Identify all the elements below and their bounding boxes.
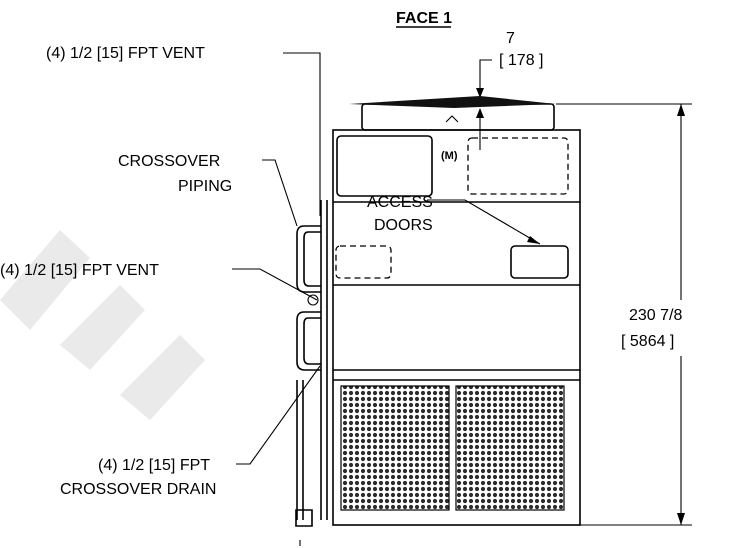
- crossover-label-line2: PIPING: [178, 178, 232, 195]
- manufacturer-logo: (M): [441, 150, 458, 162]
- callout-top-vent: (4) 1/2 [15] FPT VENT: [46, 45, 321, 216]
- callout-crossover-piping: CROSSOVER PIPING: [118, 153, 298, 227]
- drain-label-line2: CROSSOVER DRAIN: [60, 481, 216, 498]
- top-dimension-metric: [ 178 ]: [499, 52, 543, 69]
- height-dimension-metric: [ 5864 ]: [621, 333, 674, 350]
- top-clearance-dimension: 7 [ 178 ]: [476, 30, 543, 150]
- height-dimension-imperial: 230 7/8: [629, 307, 682, 324]
- view-title: FACE 1: [396, 10, 452, 27]
- top-dimension-imperial: 7: [506, 30, 515, 47]
- drain-label-line1: (4) 1/2 [15] FPT: [98, 457, 210, 474]
- crossover-piping: [295, 200, 328, 527]
- callout-access-doors: ACCESS DOORS: [367, 194, 541, 245]
- crossover-label-line1: CROSSOVER: [118, 153, 220, 170]
- overall-height-dimension: 230 7/8 [ 5864 ]: [556, 103, 740, 526]
- watermark-shapes: [0, 230, 205, 420]
- access-label-line1: ACCESS: [367, 194, 433, 211]
- louver-right: [455, 385, 565, 511]
- callout-mid-vent: (4) 1/2 [15] FPT VENT: [0, 262, 318, 301]
- callout-crossover-drain: (4) 1/2 [15] FPT CROSSOVER DRAIN: [60, 365, 321, 498]
- mid-vent-label: (4) 1/2 [15] FPT VENT: [0, 262, 159, 279]
- access-label-line2: DOORS: [374, 217, 433, 234]
- louver-left: [340, 385, 450, 511]
- top-vent-label: (4) 1/2 [15] FPT VENT: [46, 45, 205, 62]
- unit-body: (M): [332, 96, 581, 526]
